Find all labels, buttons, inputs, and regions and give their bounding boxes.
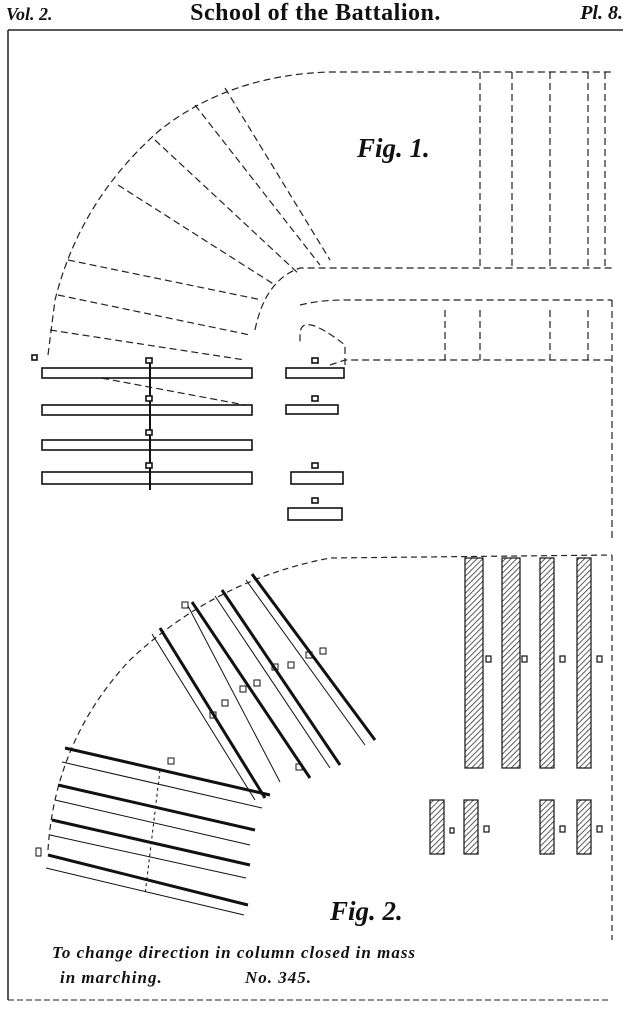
fig2-column-companies (429, 557, 603, 855)
fig2-wheeling-companies (151, 573, 377, 801)
plate-number: Pl. 8. (580, 2, 623, 24)
caption-line-2: in marching. (60, 968, 163, 987)
plate-frame (7, 29, 623, 1001)
volume-label: Vol. 2. (6, 4, 53, 24)
plate-title: School of the Battalion. (190, 0, 441, 26)
fig2-lower-companies (35, 746, 271, 916)
fig2-label: Fig. 2. (330, 896, 403, 926)
fig1-label: Fig. 1. (357, 133, 430, 163)
fig2-diagram (47, 554, 613, 940)
caption-number: No. 345. (245, 968, 313, 987)
fig1-companies (31, 354, 345, 521)
fig1-diagram (47, 71, 613, 540)
plate-header: Vol. 2. School of the Battalion. Pl. 8. (0, 0, 631, 28)
caption-line-1: To change direction in column closed in … (52, 943, 417, 962)
